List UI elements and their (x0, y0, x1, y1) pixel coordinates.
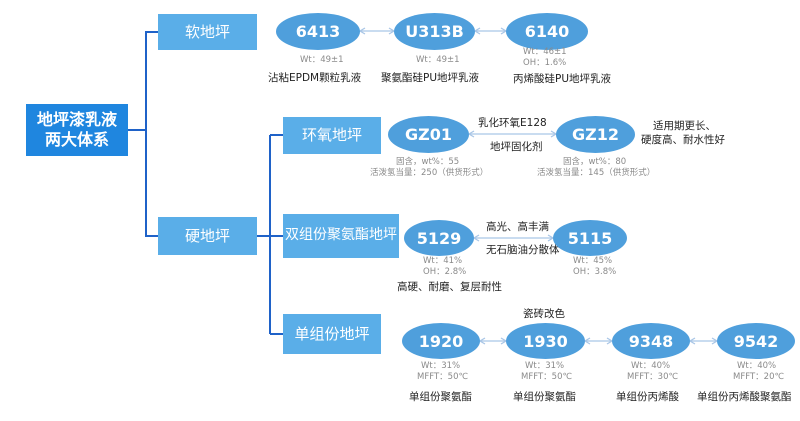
pu1k-top-note: 瓷砖改色 (523, 308, 565, 320)
pu1k-floor-box: 单组份地坪 (283, 314, 381, 354)
product-6413-desc: 沾粘EPDM颗粒乳液 (268, 72, 362, 84)
product-u313b-specs: Wt：49±1 (416, 55, 460, 65)
product-node-gz01: GZ01 (388, 116, 469, 153)
product-node-5129: 5129 (404, 220, 474, 256)
product-5129-specs: Wt：41% OH：2.8% (423, 256, 467, 278)
product-5115-specs: Wt：45% OH：3.8% (573, 256, 617, 278)
product-1930-desc: 单组份聚氨酯 (513, 391, 576, 403)
product-node-6413: 6413 (276, 13, 360, 50)
product-node-gz12: GZ12 (556, 116, 635, 153)
product-gz01-specs: 固含，wt%：55 活泼氢当量：250（供货形式） (370, 157, 489, 179)
product-node-6140: 6140 (506, 13, 588, 50)
epoxy-note: 适用期更长、 硬度高、耐水性好 (641, 120, 725, 146)
product-6413-specs: Wt：49±1 (300, 55, 344, 65)
product-gz12-specs: 固含，wt%：80 活泼氢当量：145（供货形式） (537, 157, 656, 179)
connector-root-soft (128, 31, 158, 131)
product-node-1930: 1930 (506, 323, 585, 359)
product-9348-desc: 单组份丙烯酸 (616, 391, 679, 403)
product-node-u313b: U313B (394, 13, 475, 50)
root-box: 地坪漆乳液 两大体系 (26, 104, 128, 156)
pu2k-floor-box: 双组份聚氨酯地坪 (283, 214, 399, 258)
product-1920-desc: 单组份聚氨酯 (409, 391, 472, 403)
product-9542-desc: 单组份丙烯酸聚氨酯 (697, 391, 792, 403)
product-9348-specs: Wt：40% MFFT：30℃ (627, 361, 679, 383)
epoxy-floor-box: 环氧地坪 (283, 117, 381, 154)
epoxy-arrow-bottom-label: 地坪固化剂 (490, 141, 543, 153)
root-title-line2: 两大体系 (44, 130, 109, 149)
product-node-9348: 9348 (612, 323, 690, 359)
product-6140-specs: Wt：46±1 OH：1.6% (523, 47, 567, 69)
product-node-9542: 9542 (717, 323, 795, 359)
product-1930-specs: Wt：31% MFFT：50℃ (521, 361, 573, 383)
product-9542-specs: Wt：40% MFFT：20℃ (733, 361, 785, 383)
product-u313b-desc: 聚氨酯硅PU地坪乳液 (381, 72, 480, 84)
product-6140-desc: 丙烯酸硅PU地坪乳液 (513, 73, 612, 85)
product-node-1920: 1920 (402, 323, 480, 359)
epoxy-arrow-top-label: 乳化环氧E128 (478, 117, 547, 129)
pu2k-note: 高硬、耐磨、复层耐性 (397, 281, 502, 293)
product-1920-specs: Wt：31% MFFT：50℃ (417, 361, 469, 383)
hard-floor-box: 硬地坪 (158, 217, 257, 255)
soft-floor-box: 软地坪 (158, 14, 257, 50)
connector-root-hard (145, 130, 158, 237)
product-node-5115: 5115 (553, 220, 627, 256)
root-title-line1: 地坪漆乳液 (36, 110, 117, 129)
pu2k-arrow-top-label: 高光、高丰满 (486, 221, 549, 233)
pu2k-arrow-bottom-label: 无石脑油分散体 (486, 244, 560, 256)
